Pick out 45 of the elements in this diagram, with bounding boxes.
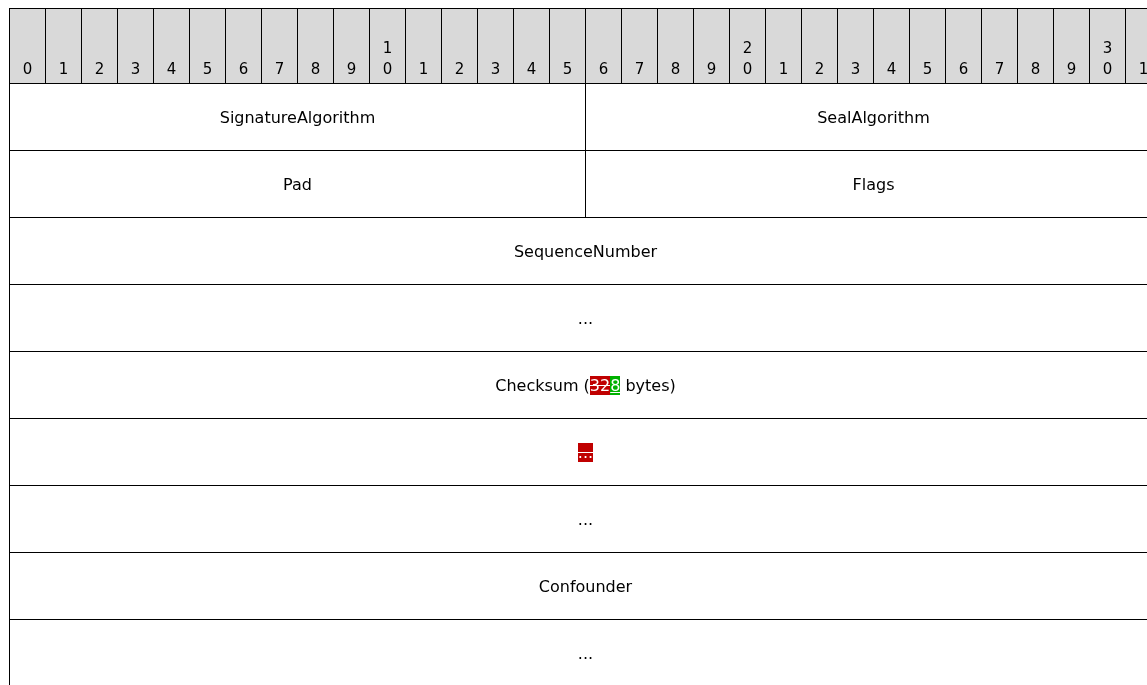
bit-number-cell: 3: [838, 9, 874, 84]
bit-number-cell: 20: [730, 9, 766, 84]
bit-number-cell: 6: [586, 9, 622, 84]
bit-number-cell: 30: [1090, 9, 1126, 84]
bit-number-cell: 9: [334, 9, 370, 84]
field-name: ...: [577, 644, 594, 663]
bit-number-cell: 7: [622, 9, 658, 84]
bit-number-cell: 2: [442, 9, 478, 84]
bit-number-cell: 6: [226, 9, 262, 84]
field-name: ...: [577, 509, 594, 529]
field-name: SignatureAlgorithm: [219, 107, 376, 127]
bit-number-cell: 1: [766, 9, 802, 84]
bit-number-cell: 4: [154, 9, 190, 84]
bit-number-cell: 10: [370, 9, 406, 84]
field-name: ...: [577, 308, 594, 328]
bit-number-cell: 4: [874, 9, 910, 84]
bit-number-cell: 1: [46, 9, 82, 84]
bit-number-cell: 8: [658, 9, 694, 84]
field-cell: [10, 151, 586, 218]
field-name: SealAlgorithm: [817, 107, 930, 127]
bit-number-cell: 5: [190, 9, 226, 84]
bit-number-cell: 5: [910, 9, 946, 84]
bit-number-cell: 4: [514, 9, 550, 84]
field-name: SequenceNumber: [513, 241, 658, 261]
field-name: Checksum (328 bytes): [495, 375, 676, 395]
bit-number-cell: 7: [262, 9, 298, 84]
bit-number-cell: 9: [694, 9, 730, 84]
bit-number-cell: 1: [1126, 9, 1147, 84]
field-name: Pad: [283, 174, 312, 194]
field-name: Confounder: [538, 576, 633, 596]
bit-number-cell: 1: [406, 9, 442, 84]
field-cell: [10, 84, 586, 151]
bit-number-cell: 6: [946, 9, 982, 84]
field-name: Flags: [852, 174, 895, 194]
bit-number-cell: 0: [10, 9, 46, 84]
bit-number-cell: 3: [478, 9, 514, 84]
bit-number-cell: 2: [82, 9, 118, 84]
bit-number-cell: 8: [1018, 9, 1054, 84]
bit-number-cell: 5: [550, 9, 586, 84]
bit-number-cell: 2: [802, 9, 838, 84]
field-name: ...: [577, 442, 594, 462]
bit-number-cell: 9: [1054, 9, 1090, 84]
bit-number-cell: 3: [118, 9, 154, 84]
bit-number-cell: 8: [298, 9, 334, 84]
bit-number-cell: 7: [982, 9, 1018, 84]
